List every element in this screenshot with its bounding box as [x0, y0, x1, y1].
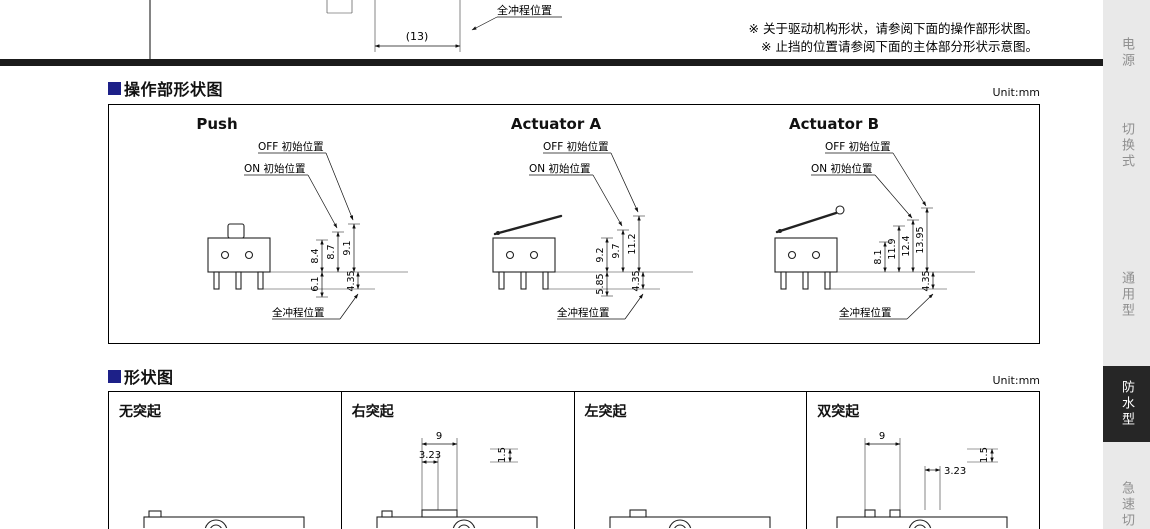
actuator-b-operating-diagram: OFF 初始位置 ON 初始位置 全冲程位置 8.1 11.9 12.4 13.… — [774, 140, 975, 320]
operating-section-title: 操作部形状图 — [124, 80, 224, 99]
off-position-label: OFF 初始位置 — [825, 140, 891, 153]
dim-value: 4.35 — [921, 270, 932, 291]
dim-value: 9 — [436, 431, 442, 442]
dim-value: 4.35 — [631, 270, 642, 291]
dim-value: 1.5 — [497, 447, 508, 463]
sidebar-tab-label: 通用型 — [1119, 271, 1134, 319]
on-position-label: ON 初始位置 — [244, 162, 305, 175]
sidebar-tab-general[interactable]: 通用型 — [1103, 256, 1150, 334]
notes-block: ※ 关于驱动机构形状，请参阅下面的操作部形状图。 ※ 止挡的位置请参阅下面的主体… — [749, 20, 1038, 56]
dim-value: 3.23 — [419, 450, 441, 461]
full-stroke-label: 全冲程位置 — [557, 306, 610, 319]
dim-value: 3.23 — [944, 466, 966, 477]
dim-13-label: (13) — [406, 30, 429, 43]
off-position-label: OFF 初始位置 — [543, 140, 609, 153]
left-protrusion-drawing — [608, 509, 771, 528]
dim-value: 6.1 — [310, 276, 321, 291]
category-sidebar: 电源 切换式 通用型 防水型 急速切换 — [1103, 0, 1150, 529]
on-position-label: ON 初始位置 — [529, 162, 590, 175]
dim-value: 12.4 — [901, 235, 912, 256]
sidebar-tab-switch-type[interactable]: 切换式 — [1103, 108, 1150, 184]
shape-col-double-protrusion: 双突起 9 1.5 3.23 — [806, 392, 1039, 529]
shape-section-title: 形状图 — [124, 368, 174, 387]
dim-value: 5.85 — [595, 273, 606, 294]
dim-value: 8.4 — [310, 248, 321, 263]
dim-value: 13.95 — [915, 226, 926, 253]
unit-label: Unit:mm — [992, 86, 1040, 99]
full-stroke-label: 全冲程位置 — [839, 306, 892, 319]
off-position-label: OFF 初始位置 — [258, 140, 324, 153]
shape-col-title: 右突起 — [351, 404, 394, 420]
section-marker-square — [108, 369, 121, 383]
sidebar-tab-label: 防水型 — [1119, 380, 1134, 428]
dim-value: 9 — [879, 431, 885, 442]
shape-col-title: 双突起 — [817, 404, 860, 420]
push-operating-diagram: OFF 初始位置 ON 初始位置 全冲程位置 8.4 8.7 9.1 6.1 4… — [207, 140, 408, 320]
no-protrusion-drawing — [143, 510, 305, 528]
double-protrusion-drawing: 9 1.5 3.23 — [836, 431, 1008, 528]
shape-box: 无突起 右突起 — [108, 391, 1040, 529]
right-protrusion-drawing: 9 3.23 1.5 — [376, 431, 538, 528]
dim-value: 9.2 — [595, 247, 606, 262]
section-marker-square — [108, 81, 121, 95]
diagram-title-actuator-b: Actuator B — [789, 115, 879, 133]
shape-section-header: 形状图 Unit:mm — [108, 364, 1040, 388]
shape-col-left-protrusion: 左突起 — [573, 392, 807, 529]
operating-shape-box: Push Actuator A Actuator B — [108, 104, 1040, 344]
dim-value: 9.7 — [611, 243, 622, 258]
diagram-title-actuator-a: Actuator A — [510, 115, 602, 133]
shape-col-no-protrusion: 无突起 — [109, 392, 341, 529]
section-divider-bar — [0, 59, 1103, 66]
dim-value: 4.35 — [346, 270, 357, 291]
top-remnant-drawing: (13) 全冲程位置 — [149, 0, 562, 60]
unit-label: Unit:mm — [992, 374, 1040, 387]
shape-col-title: 左突起 — [584, 404, 627, 420]
operating-section-header: 操作部形状图 Unit:mm — [108, 76, 1040, 100]
shape-col-right-protrusion: 右突起 9 3.23 1.5 — [340, 392, 574, 529]
full-stroke-label-top: 全冲程位置 — [497, 3, 552, 17]
sidebar-tab-label: 切换式 — [1119, 122, 1134, 170]
shape-col-title: 无突起 — [119, 404, 161, 420]
sidebar-tab-label: 电源 — [1119, 37, 1134, 69]
dim-value: 11.2 — [627, 233, 638, 254]
dim-value: 8.1 — [873, 249, 884, 264]
diagram-title-push: Push — [196, 115, 238, 133]
note-stopper-position: ※ 止挡的位置请参阅下面的主体部分形状示意图。 — [761, 39, 1038, 54]
sidebar-tab-label: 急速切换 — [1119, 481, 1134, 529]
sidebar-tab-waterproof[interactable]: 防水型 — [1103, 366, 1150, 442]
full-stroke-label: 全冲程位置 — [272, 306, 325, 319]
dim-value: 11.9 — [887, 238, 898, 259]
actuator-a-operating-diagram: OFF 初始位置 ON 初始位置 全冲程位置 9.2 9.7 11.2 5.85… — [492, 140, 693, 320]
dim-value: 8.7 — [326, 244, 337, 259]
sidebar-tab-quick-switch[interactable]: 急速切换 — [1103, 468, 1150, 529]
dim-value: 1.5 — [979, 447, 990, 463]
on-position-label: ON 初始位置 — [811, 162, 872, 175]
sidebar-tab-power[interactable]: 电源 — [1103, 24, 1150, 82]
note-actuator-shape: ※ 关于驱动机构形状，请参阅下面的操作部形状图。 — [748, 21, 1038, 36]
dim-value: 9.1 — [342, 240, 353, 255]
